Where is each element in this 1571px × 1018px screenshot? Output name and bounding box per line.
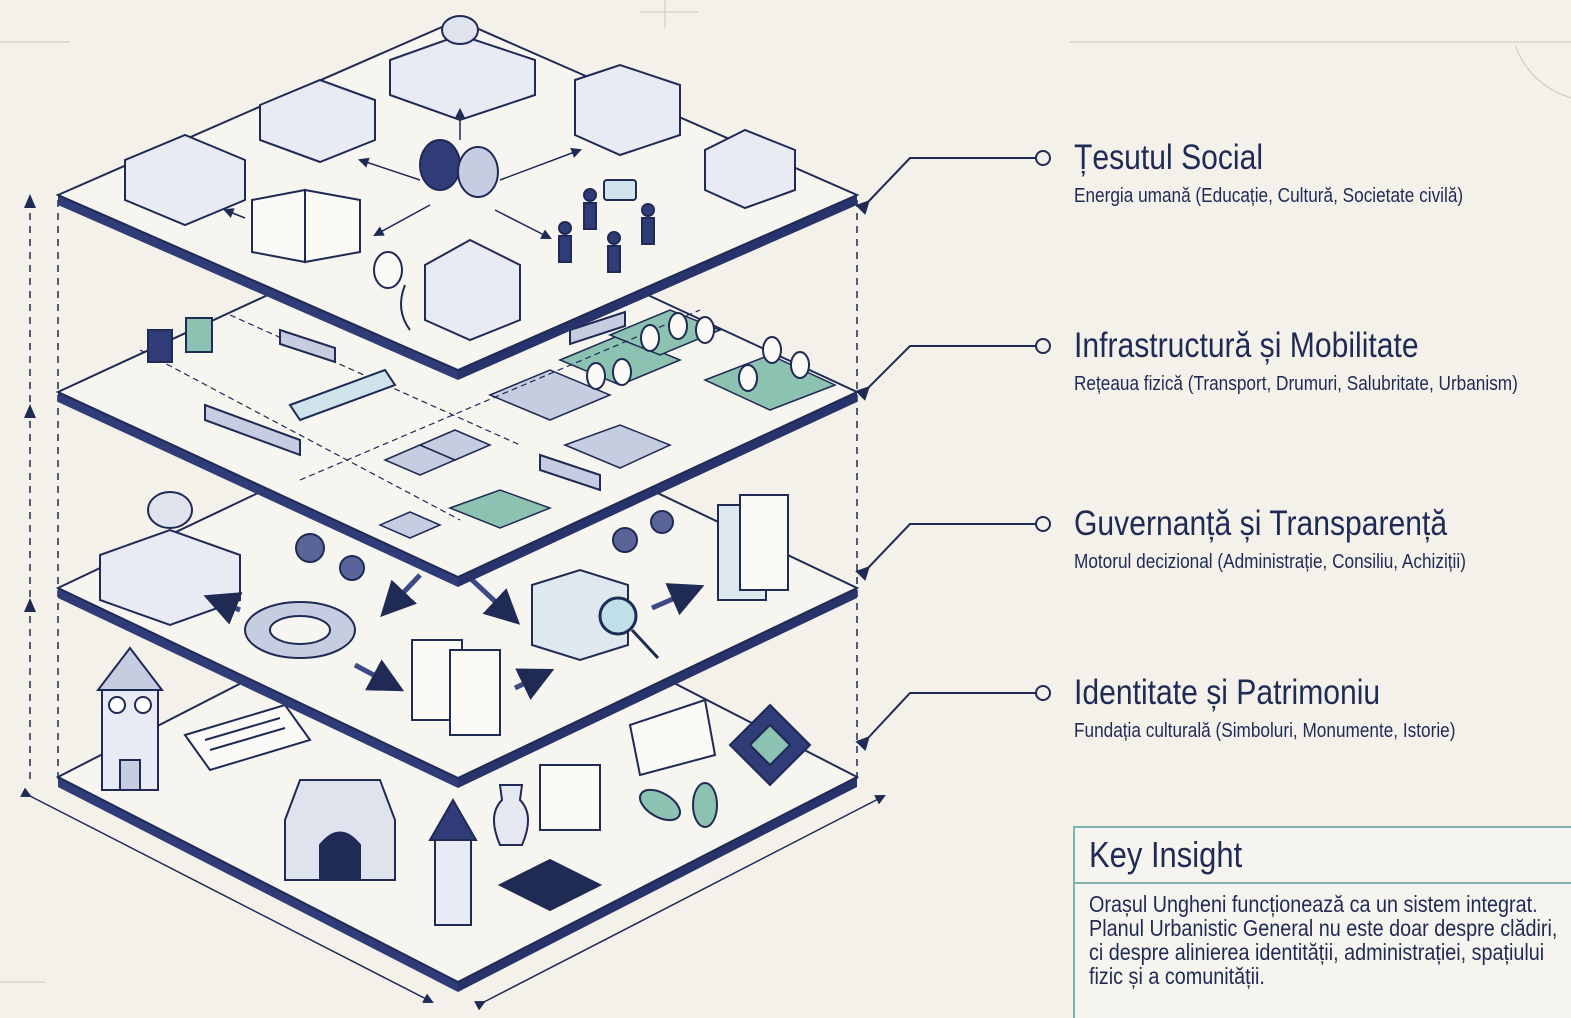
layer-title: Țesutul Social [1074, 138, 1264, 177]
layer-label-social: Țesutul Social Energia umană (Educație, … [1074, 138, 1569, 209]
layer-title: Identitate și Patrimoniu [1074, 673, 1381, 712]
carpet-motif-icon [497, 858, 603, 912]
layer-description: Rețeaua fizică (Transport, Drumuri, Salu… [1074, 373, 1518, 395]
manuscript-icon [539, 764, 601, 831]
inscription-plaque-icon [628, 698, 717, 777]
tower-icon [428, 797, 478, 926]
key-insight-title: Key Insight [1089, 834, 1243, 875]
scroll-icon [183, 703, 312, 772]
museum-icon [424, 238, 521, 342]
layer-infrastructure-plate [55, 205, 860, 587]
open-book-icon [251, 188, 361, 264]
label-connectors [855, 157, 1036, 751]
flow-arrows [203, 573, 705, 700]
divider [1075, 882, 1571, 884]
theatre-masks-icon [419, 139, 499, 198]
layer-description: Fundația culturală (Simboluri, Monumente… [1074, 720, 1456, 742]
flow-arrows [223, 107, 582, 239]
layer-title: Guvernanță și Transparență [1074, 504, 1448, 543]
bus-icon [279, 310, 626, 492]
city-gate-icon [284, 779, 396, 881]
dimension-lines [20, 787, 886, 1011]
layer-label-governance: Guvernanță și Transparență Motorul deciz… [1074, 504, 1569, 575]
layer-title: Infrastructură și Mobilitate [1074, 326, 1419, 365]
key-insight-box: Key Insight Orașul Ungheni funcționează … [1073, 826, 1571, 1018]
oak-leaf-icon [639, 782, 718, 828]
layer-label-identity: Identitate și Patrimoniu Fundația cultur… [1074, 673, 1569, 744]
layer-label-infrastructure: Infrastructură și Mobilitate Rețeaua fiz… [1074, 326, 1569, 397]
key-insight-body: Orașul Ungheni funcționează ca un sistem… [1089, 891, 1558, 989]
people-icon [558, 188, 655, 273]
council-table-icon [244, 601, 356, 659]
open-report-icon [531, 568, 629, 662]
university-icon [124, 15, 796, 227]
recycling-bin-icon [147, 317, 213, 363]
pipe-icon [288, 368, 397, 422]
document-icon [717, 494, 789, 601]
train-icon [204, 403, 301, 457]
layer-social-plate [55, 15, 860, 380]
clock-tower-icon [95, 646, 165, 791]
layer-description: Energia umană (Educație, Cultură, Societ… [1074, 185, 1464, 207]
roads-icon [139, 309, 701, 521]
music-icon [373, 251, 411, 331]
folk-ornament-icon [728, 703, 812, 787]
up-arrow-icon [24, 194, 36, 612]
document-stack-icon [411, 639, 501, 736]
vase-icon [493, 784, 529, 846]
speech-bubble-icon [603, 179, 637, 201]
connector-end-circle [1035, 150, 1051, 701]
city-blocks-icon [378, 369, 672, 539]
layer-description: Motorul decizional (Administrație, Consi… [1074, 551, 1466, 573]
magnifier-icon [598, 596, 660, 660]
park-tree-icon [586, 312, 810, 392]
gears-icon [295, 510, 674, 581]
